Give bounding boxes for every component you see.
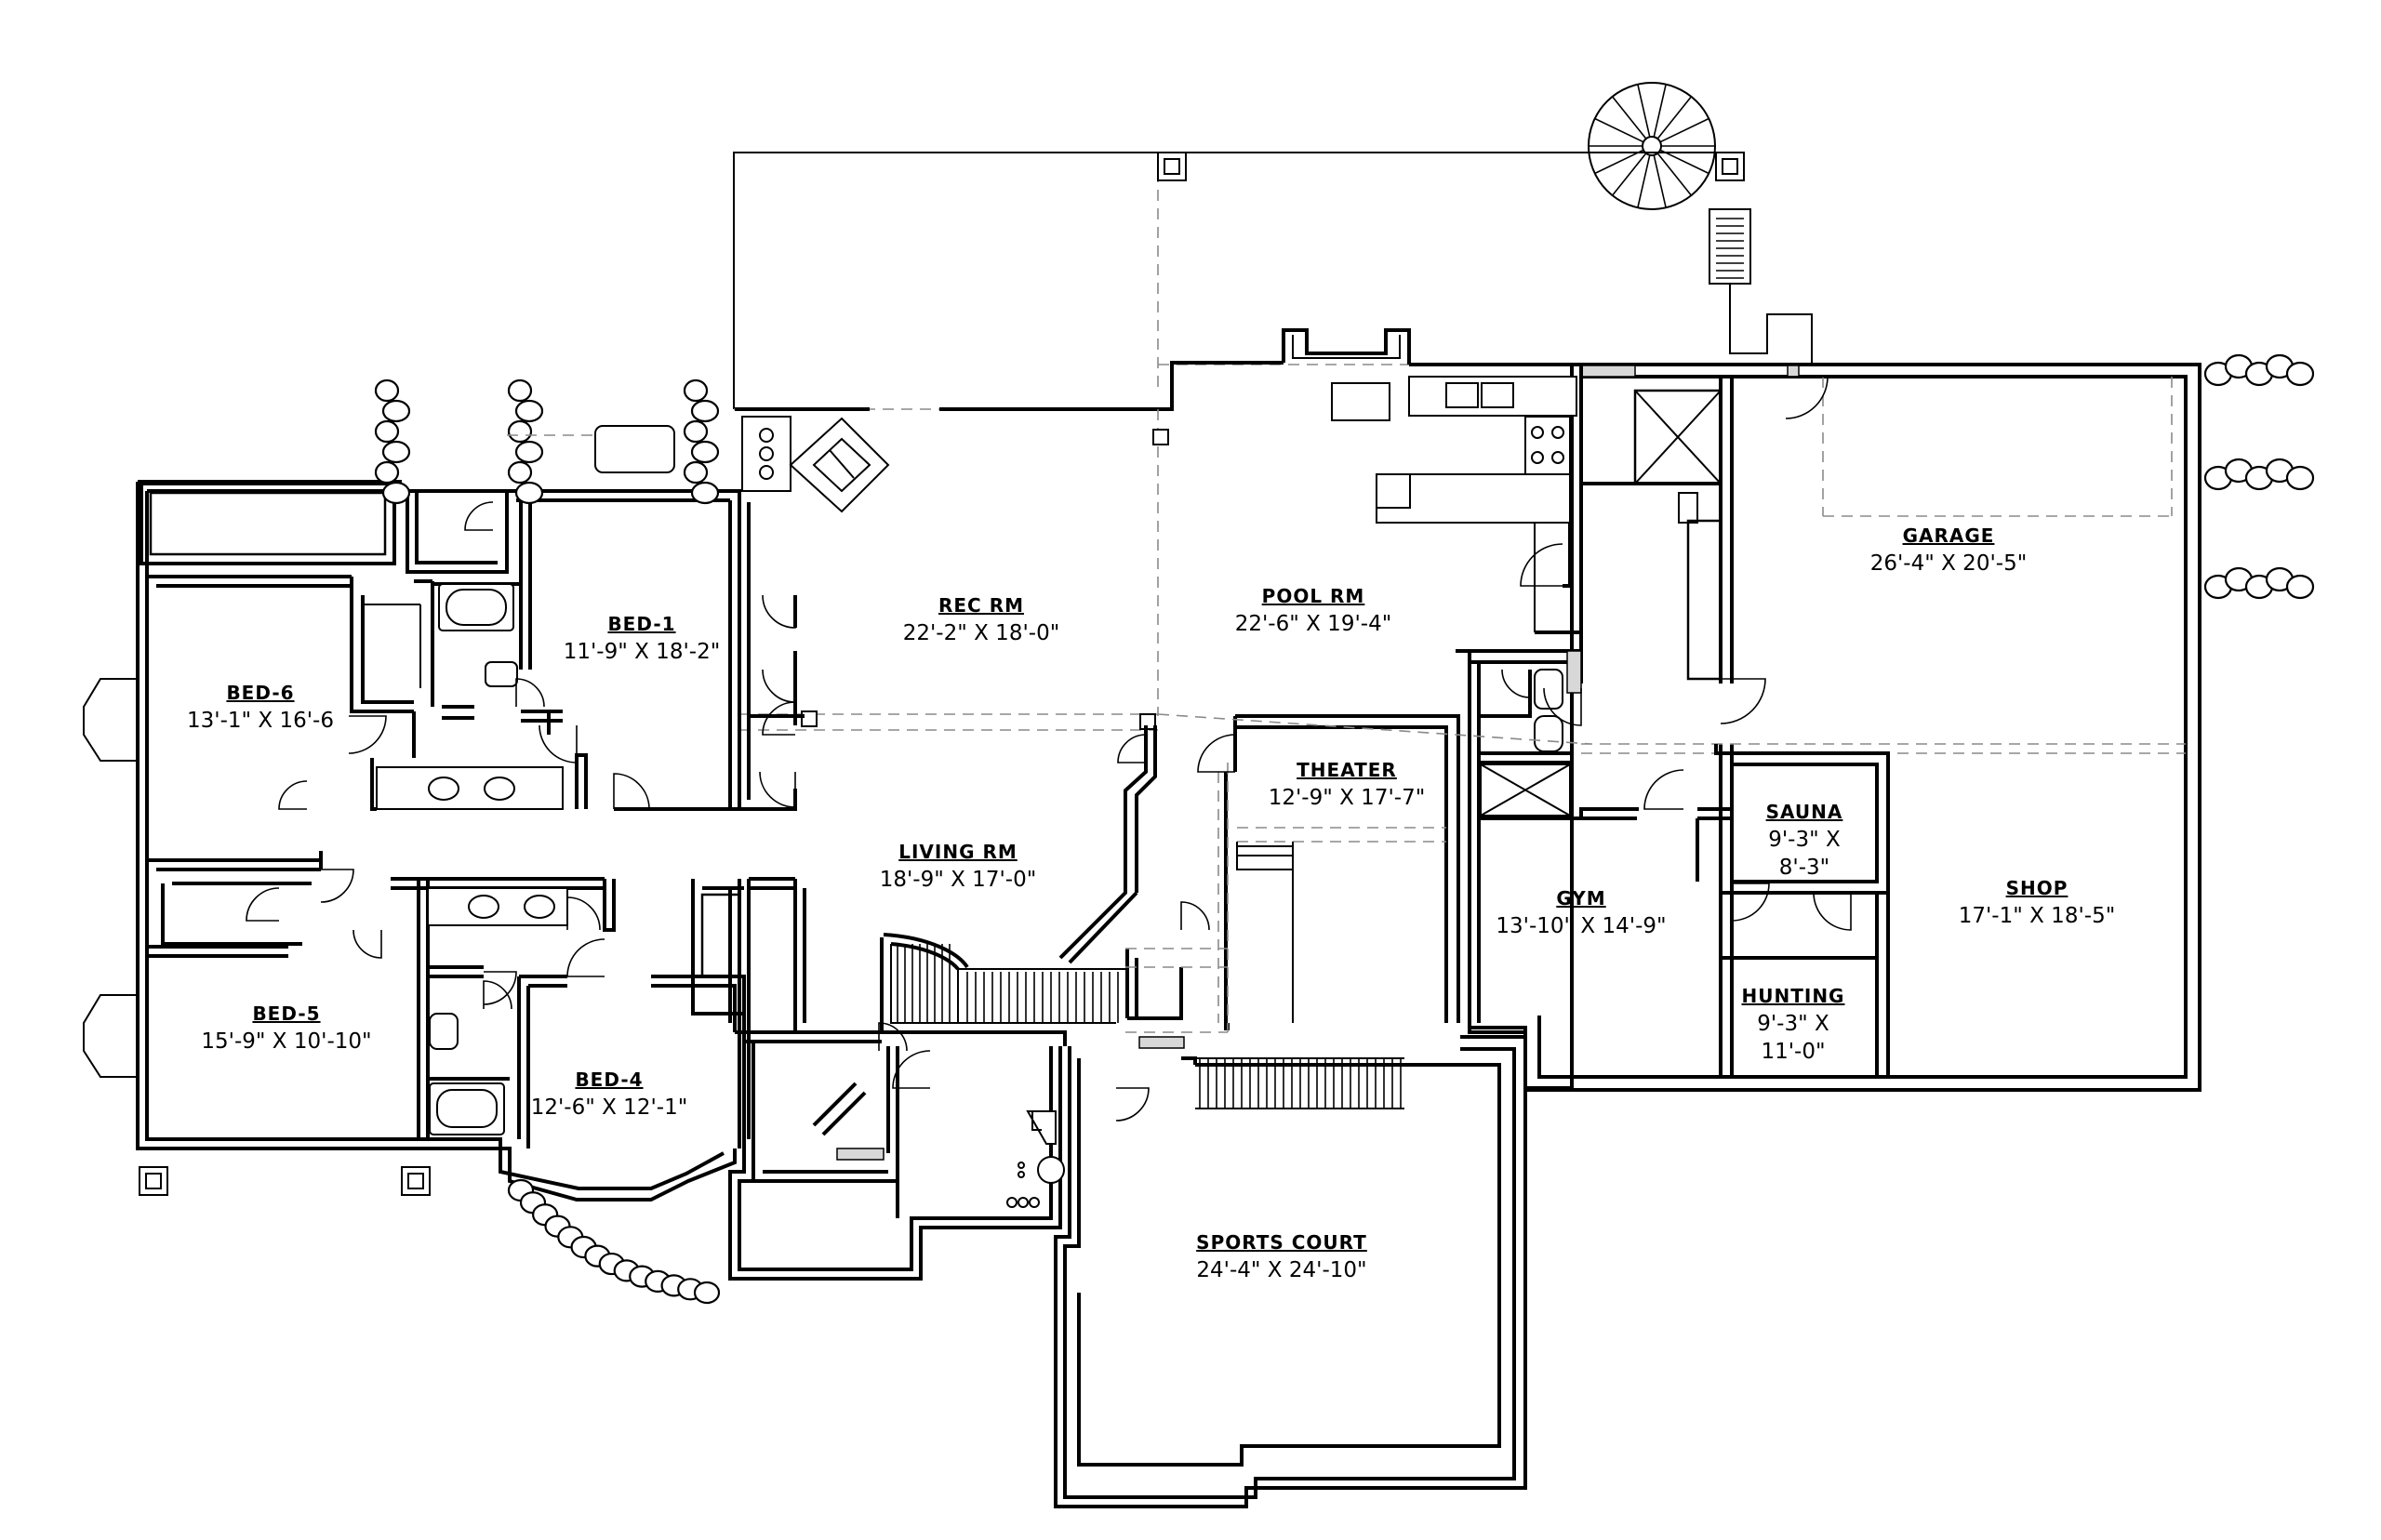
south-utility-walls: [728, 1030, 1065, 1281]
room-name: BED-4: [575, 1069, 643, 1091]
living-core-walls: [880, 725, 1230, 1046]
room-label-bed-5: BED-5 15'-9" X 10'-10": [201, 1002, 371, 1054]
sauna-hunting-walls: [1714, 744, 1890, 1077]
room-label-hunting: HUNTING 9'-3" X 11'-0": [1742, 985, 1845, 1064]
room-name: POOL RM: [1262, 585, 1365, 607]
room-label-gym: GYM 13'-10" X 14'-9": [1496, 887, 1666, 938]
room-dimensions-2: 11'-0": [1761, 1040, 1825, 1064]
room-dimensions: 18'-9" X 17'-0": [880, 868, 1037, 892]
sports-court-walls: [1054, 1035, 1527, 1508]
bedroom-south-walls: [147, 851, 806, 1148]
room-dimensions: 9'-3" X: [1768, 828, 1841, 852]
room-name: THEATER: [1297, 759, 1397, 781]
room-dimensions: 22'-6" X 19'-4": [1235, 612, 1392, 636]
room-dimensions: 15'-9" X 10'-10": [201, 1029, 371, 1054]
room-dimensions: 17'-1" X 18'-5": [1959, 904, 2116, 928]
room-label-rec-rm: REC RM 22'-2" X 18'-0": [903, 594, 1060, 645]
room-label-theater: THEATER 12'-9" X 17'-7": [1269, 759, 1426, 810]
room-dimensions: 26'-4" X 20'-5": [1870, 551, 2028, 576]
room-dimensions: 24'-4" X 24'-10": [1196, 1258, 1366, 1282]
room-label-shop: SHOP 17'-1" X 18'-5": [1959, 877, 2116, 928]
room-dimensions: 13'-1" X 16'-6: [187, 709, 334, 733]
room-name: SPORTS COURT: [1196, 1231, 1367, 1254]
room-dimensions: 12'-9" X 17'-7": [1269, 786, 1426, 810]
room-name: SHOP: [2006, 877, 2068, 899]
rec-pool-walls: [738, 409, 1591, 811]
room-dimensions: 13'-10" X 14'-9": [1496, 914, 1666, 938]
room-name: BED-1: [607, 613, 675, 635]
room-label-pool-rm: POOL RM 22'-6" X 19'-4": [1235, 585, 1392, 636]
room-label-garage: GARAGE 26'-4" X 20'-5": [1870, 524, 2028, 576]
room-label-bed-6: BED-6 13'-1" X 16'-6: [187, 682, 334, 733]
theater-walls: [1224, 714, 1460, 1030]
kitchen: [1331, 365, 1583, 634]
room-label-bed-1: BED-1 11'-9" X 18'-2": [564, 613, 721, 664]
door-swings: [246, 376, 1852, 1122]
spiral-staircase: [1588, 82, 1716, 210]
room-name: GARAGE: [1903, 524, 1995, 547]
room-name: LIVING RM: [898, 841, 1018, 863]
room-dimensions: 12'-6" X 12'-1": [531, 1095, 688, 1120]
room-dimensions: 22'-2" X 18'-0": [903, 621, 1060, 645]
gym-bath-walls: [1456, 649, 1732, 1034]
room-name: BED-5: [252, 1002, 320, 1025]
room-label-sports-court: SPORTS COURT 24'-4" X 24'-10": [1196, 1231, 1367, 1282]
room-dimensions-2: 8'-3": [1779, 856, 1829, 880]
room-label-bed-4: BED-4 12'-6" X 12'-1": [531, 1069, 688, 1120]
room-name: SAUNA: [1766, 801, 1843, 823]
patio-column-posts: [139, 152, 1745, 1196]
landscaping-shrubs: [374, 353, 2315, 1305]
room-name: BED-6: [226, 682, 294, 704]
exterior-steps: [1709, 208, 1813, 365]
room-dimensions: 9'-3" X: [1757, 1012, 1829, 1036]
room-name: GYM: [1556, 887, 1605, 909]
room-label-sauna: SAUNA 9'-3" X 8'-3": [1766, 801, 1843, 880]
room-dimensions: 11'-9" X 18'-2": [564, 640, 721, 664]
room-label-living-rm: LIVING RM 18'-9" X 17'-0": [880, 841, 1037, 892]
room-name: REC RM: [938, 594, 1024, 617]
room-name: HUNTING: [1742, 985, 1845, 1007]
